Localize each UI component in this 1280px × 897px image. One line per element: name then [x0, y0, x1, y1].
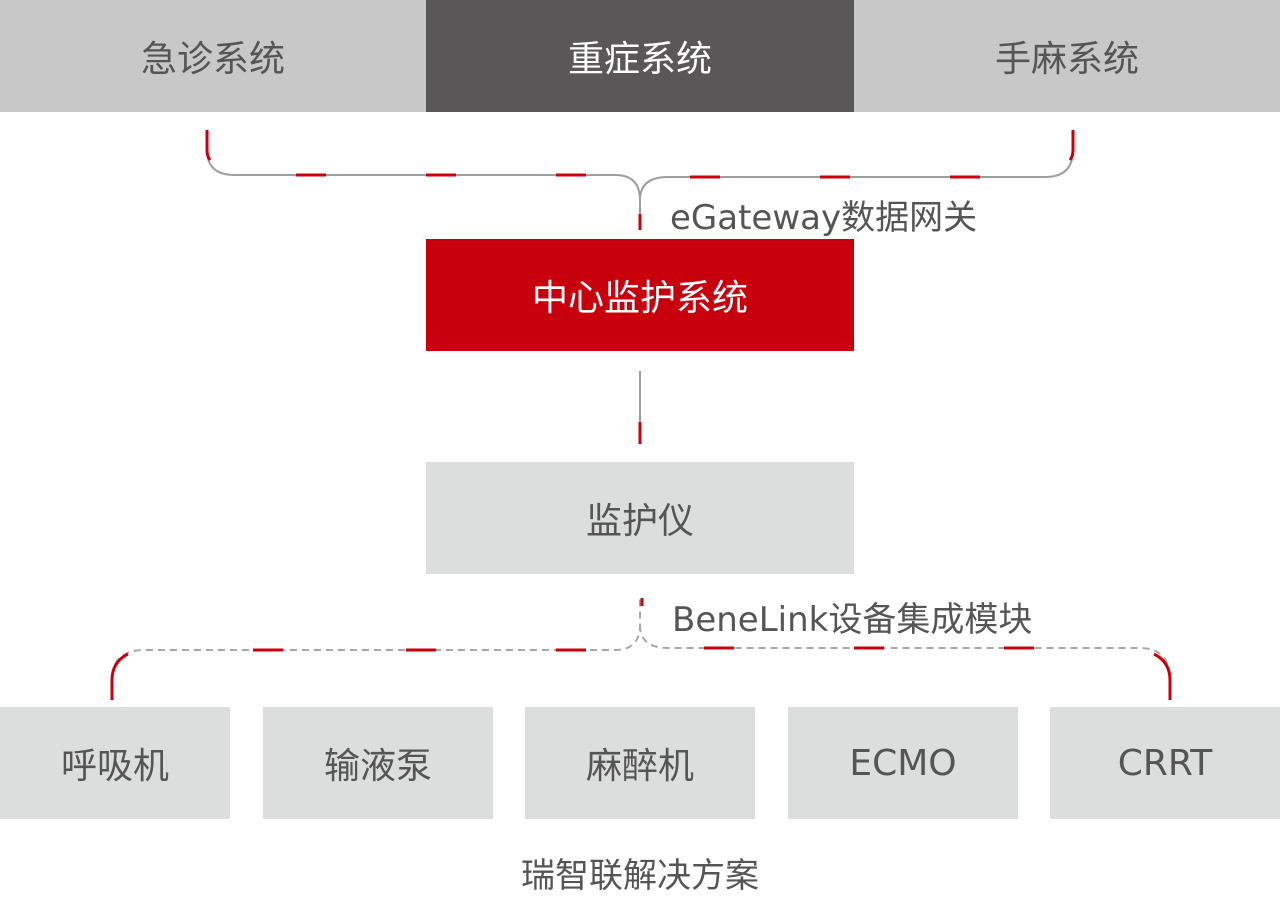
patient-monitor[interactable]: 监护仪: [426, 462, 854, 574]
device-crrt[interactable]: CRRT: [1050, 707, 1280, 819]
module-label: BeneLink设备集成模块: [672, 600, 1033, 640]
tab-icu-system[interactable]: 重症系统: [426, 0, 854, 112]
device-ecmo[interactable]: ECMO: [788, 707, 1018, 819]
footer-caption: 瑞智联解决方案: [521, 856, 759, 896]
tab-anesthesia-system[interactable]: 手麻系统: [854, 0, 1280, 112]
tab-emergency-system[interactable]: 急诊系统: [0, 0, 426, 112]
module-brace-accents: [110, 598, 1172, 700]
module-brace: [111, 598, 1171, 700]
device-anesthesia-machine[interactable]: 麻醉机: [525, 707, 755, 819]
device-infusion-pump[interactable]: 输液泵: [263, 707, 493, 819]
central-monitoring-system[interactable]: 中心监护系统: [426, 239, 854, 351]
device-ventilator[interactable]: 呼吸机: [0, 707, 230, 819]
gateway-brace-accents: [205, 130, 1075, 230]
gateway-label: eGateway数据网关: [670, 198, 978, 238]
